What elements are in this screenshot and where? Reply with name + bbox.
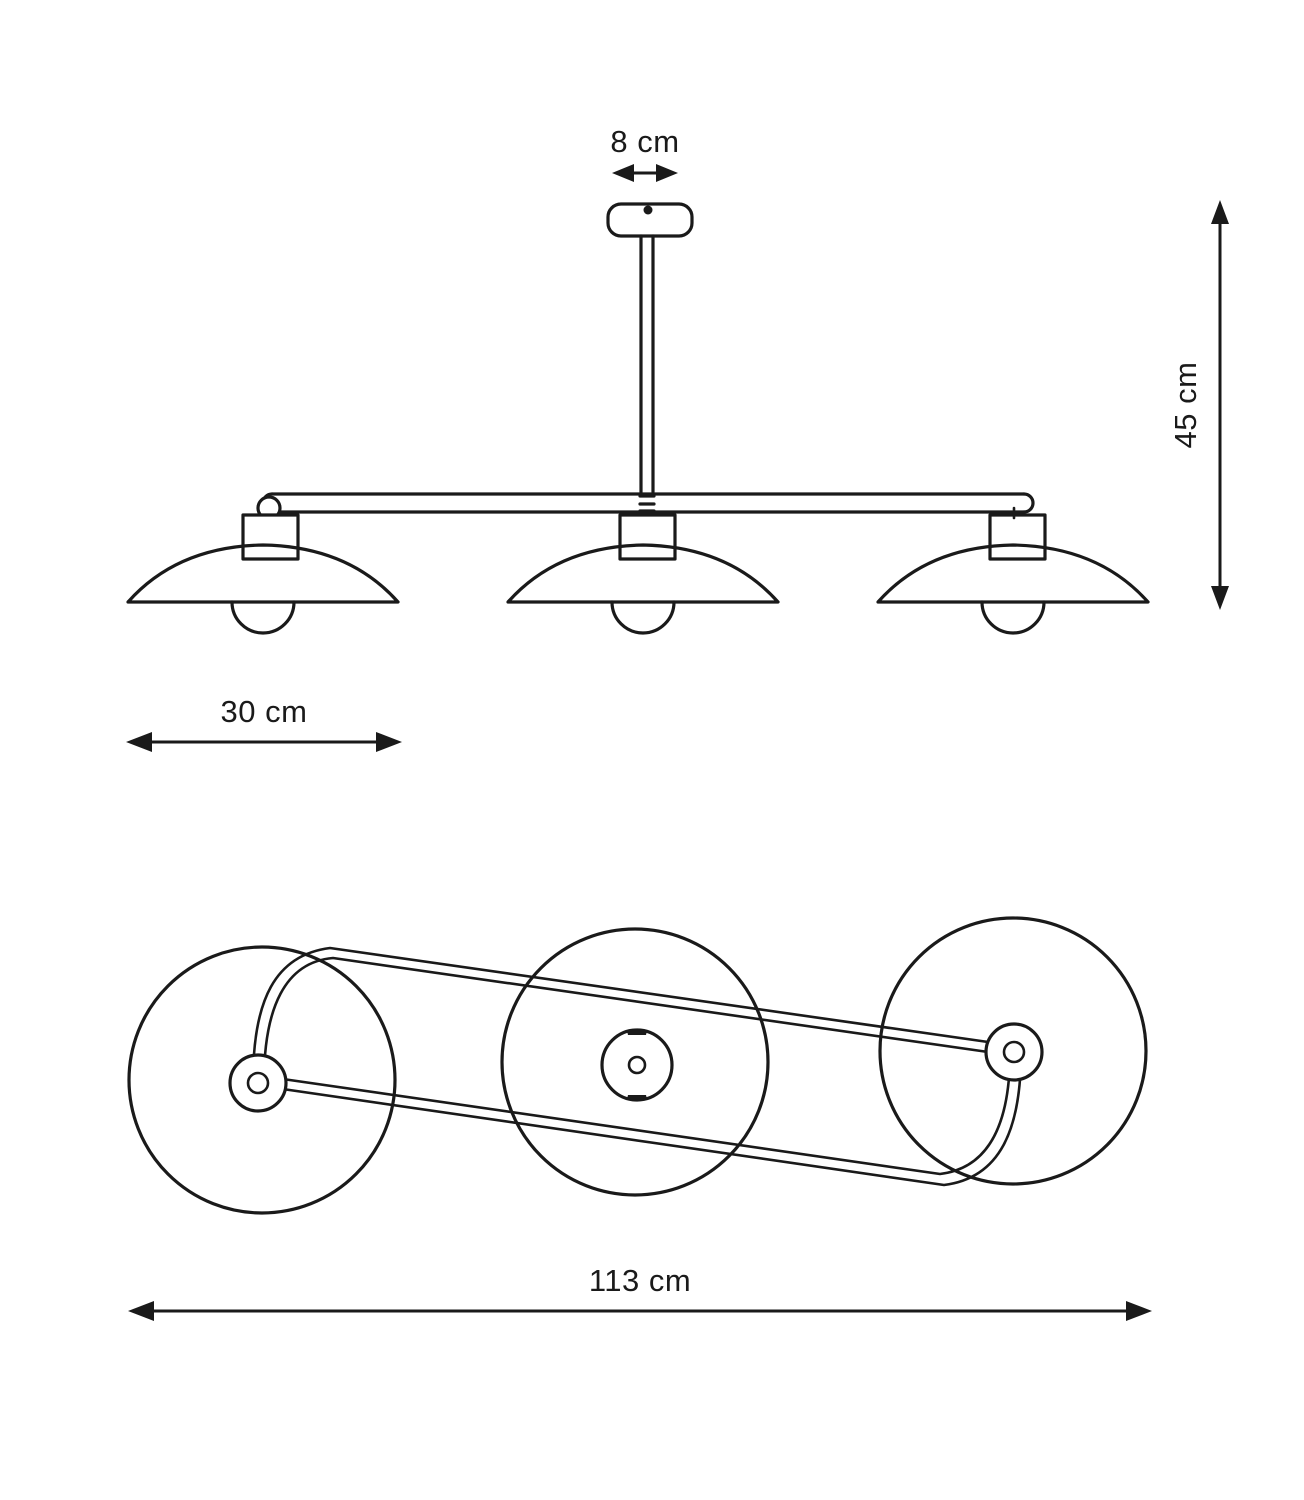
drop-height-arrow-top-icon: [1211, 200, 1229, 224]
plan-left-hub-center: [246, 1071, 270, 1095]
total-length-arrow-left-icon: [128, 1301, 154, 1321]
shade-diameter-label: 30 cm: [221, 694, 308, 729]
canopy-width-arrow-left-icon: [612, 164, 634, 182]
plan-right-disc: [878, 916, 1148, 1186]
plan-center-hub-mark-top-icon: [627, 1031, 647, 1035]
bottom-plan-view: [127, 916, 1148, 1215]
total-length-label: 113 cm: [589, 1263, 691, 1298]
canopy-body: [606, 202, 694, 238]
center-bulb: [610, 600, 676, 635]
lamp-shade-left: [126, 495, 400, 635]
stem-bar-connector: [638, 494, 656, 513]
front-elevation-view: [126, 202, 1150, 635]
bar-right-cap: [1022, 492, 1035, 514]
canopy-screw-dot-icon: [643, 205, 653, 215]
dimension-shade-diameter: 30 cm: [126, 694, 402, 752]
right-shade-dome: [876, 543, 1150, 604]
canopy-width-arrow-right-icon: [656, 164, 678, 182]
vertical-stem-rod: [639, 234, 655, 494]
plan-shade-right: [878, 916, 1148, 1186]
plan-left-hub: [228, 1053, 288, 1113]
plan-shade-left: [127, 945, 397, 1215]
left-socket-housing: [241, 513, 300, 561]
plan-center-hub-center: [627, 1055, 647, 1075]
ceiling-canopy: [606, 202, 694, 238]
dimension-canopy-width: 8 cm: [610, 124, 679, 182]
left-shade-dome: [126, 543, 400, 604]
left-bulb: [230, 600, 296, 635]
plan-shade-center: [500, 927, 770, 1197]
dimension-drop-height: 45 cm: [1168, 200, 1229, 610]
plan-center-hub-mark-bottom-icon: [627, 1095, 647, 1099]
plan-center-hub-ring: [600, 1028, 674, 1102]
lamp-shade-center: [506, 513, 780, 635]
total-length-arrow-right-icon: [1126, 1301, 1152, 1321]
plan-arm-upper-edge: [251, 946, 1018, 1084]
drop-height-arrow-bottom-icon: [1211, 586, 1229, 610]
plan-center-disc: [500, 927, 770, 1197]
plan-right-hub-center: [1002, 1040, 1026, 1064]
right-socket-housing: [988, 513, 1047, 561]
plan-right-hub-ring: [984, 1022, 1044, 1082]
plan-right-hub: [984, 1022, 1044, 1082]
drop-height-label: 45 cm: [1168, 362, 1203, 449]
center-shade-dome: [506, 543, 780, 604]
plan-left-disc: [127, 945, 397, 1215]
right-bulb: [980, 600, 1046, 635]
center-socket-housing: [618, 513, 677, 561]
shade-diameter-arrow-right-icon: [376, 732, 402, 752]
lamp-shade-right: [876, 506, 1150, 635]
shade-diameter-arrow-left-icon: [126, 732, 152, 752]
plan-left-hub-ring: [228, 1053, 288, 1113]
canopy-width-label: 8 cm: [610, 124, 679, 159]
plan-center-hub: [600, 1028, 674, 1102]
dimension-total-length: 113 cm: [128, 1263, 1152, 1321]
